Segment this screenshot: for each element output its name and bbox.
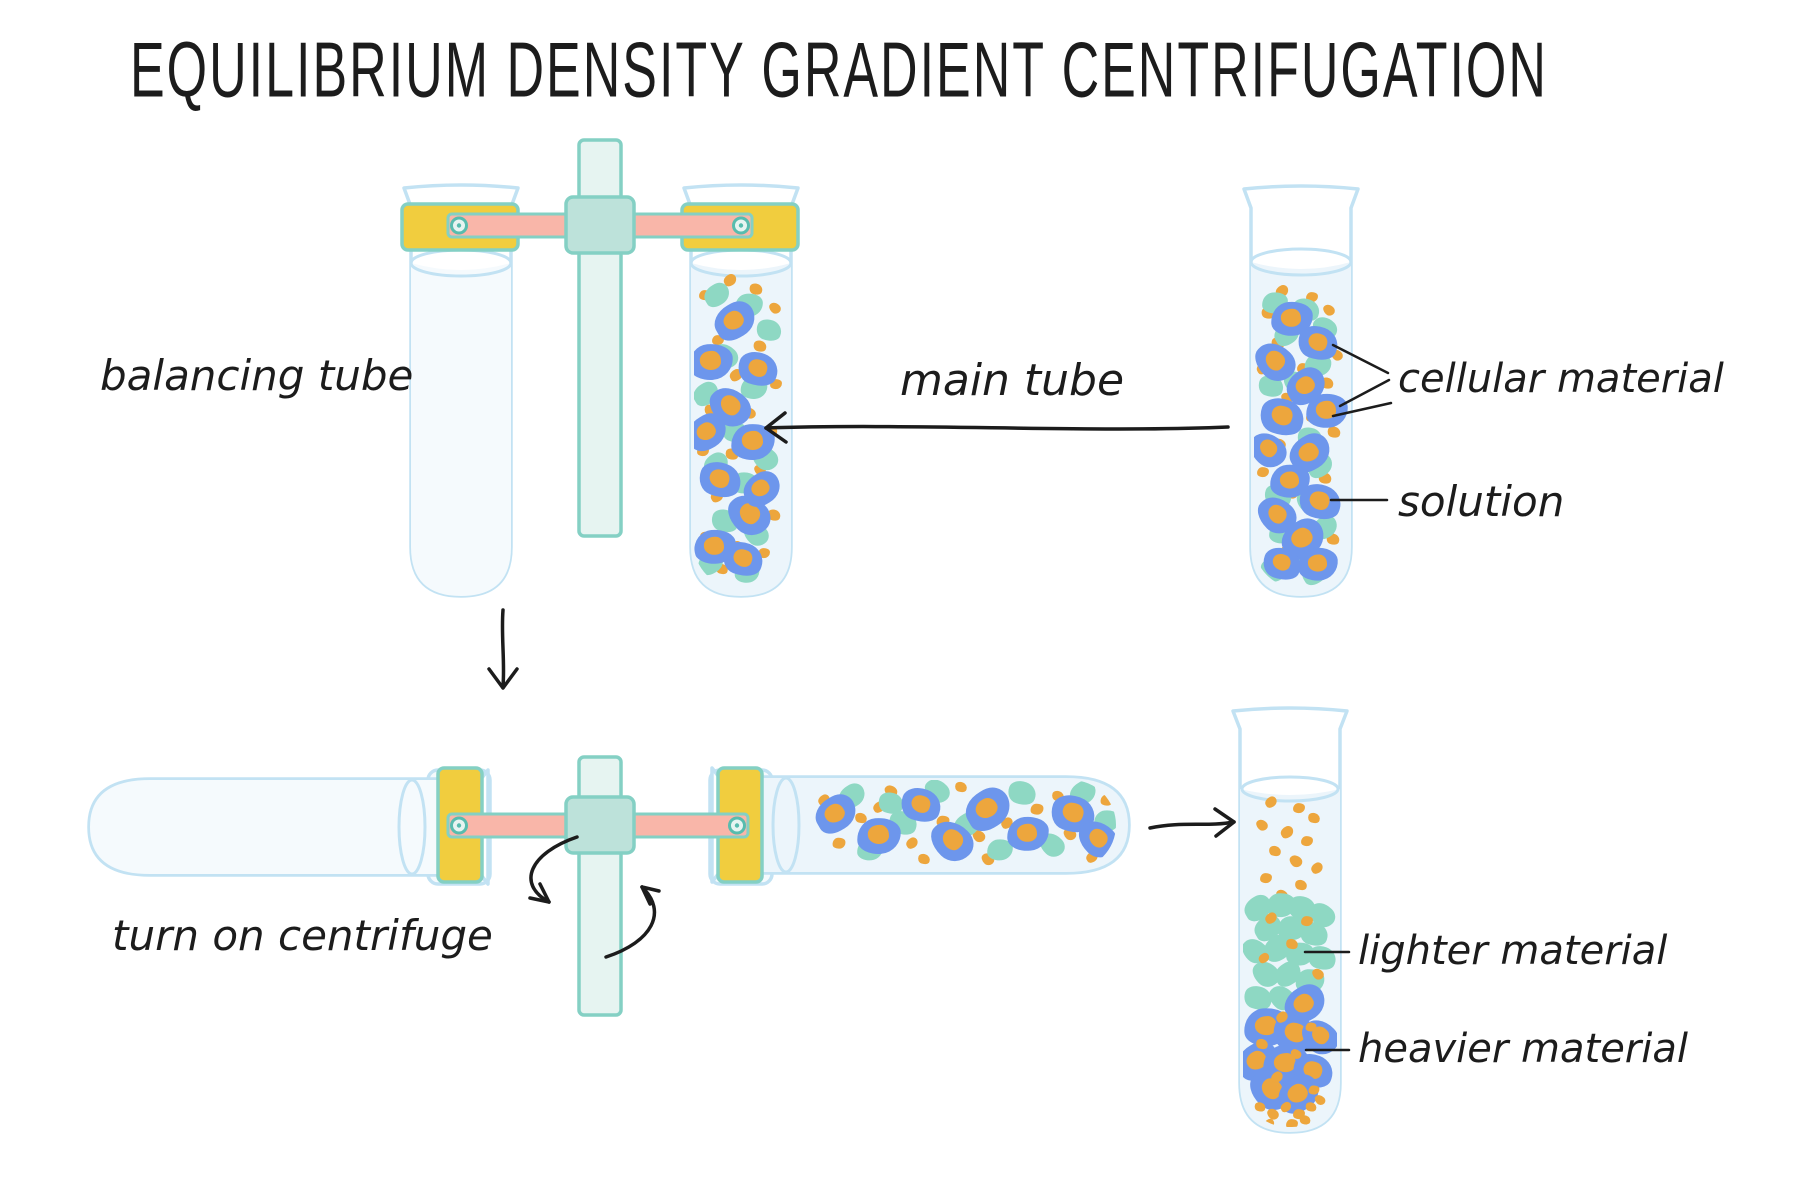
balancing-tube-graphic <box>402 183 520 598</box>
particle-nucleus <box>698 350 722 372</box>
down-arrow <box>487 608 519 690</box>
particle-orange-dot <box>1256 466 1270 478</box>
rotor-collar-bottom <box>564 795 636 855</box>
particle-orange-dot <box>1309 860 1325 876</box>
particle-nucleus <box>1279 307 1302 328</box>
label-heavier-material: heavier material <box>1358 1026 1688 1072</box>
particle-orange-dot <box>1293 877 1309 892</box>
particle-nucleus <box>694 419 719 444</box>
particle-nucleus <box>1059 800 1087 825</box>
particle-nucleus <box>748 477 773 501</box>
particle-orange-dot <box>1278 823 1296 840</box>
particle-nucleus <box>1270 551 1294 573</box>
clamp-left-bottom <box>436 766 484 884</box>
rotor-collar <box>564 195 636 255</box>
rotor-shaft <box>577 138 623 538</box>
particle-nucleus <box>1256 436 1281 462</box>
spun-tube-contents <box>812 780 1116 870</box>
particle-orange-dot <box>832 837 847 849</box>
diagram-title: EQUILIBRIUM DENSITY GRADIENT CENTRIFUGAT… <box>130 27 1548 115</box>
particle-orange-dot <box>1254 817 1270 833</box>
sample-tube-contents <box>1254 282 1348 588</box>
particle-nucleus <box>1268 402 1295 428</box>
arm-pin-right <box>732 216 750 235</box>
rotor-arm-bottom <box>446 812 750 839</box>
particle-nucleus <box>972 793 1002 822</box>
tube-mouth-lip-right <box>708 768 774 886</box>
particle-nucleus <box>730 546 755 570</box>
particle-nucleus <box>909 792 934 815</box>
particle-orange-dot <box>1300 836 1314 847</box>
particle-orange-dot <box>904 835 920 851</box>
particle-orange-dot <box>1285 1118 1299 1127</box>
particle-orange-dot <box>917 852 932 866</box>
label-balancing-tube: balancing tube <box>100 351 414 400</box>
particle-nucleus <box>1085 825 1111 851</box>
clamp-right <box>680 202 800 252</box>
particle-orange-dot <box>1303 1100 1318 1114</box>
particle-nucleus <box>707 466 733 491</box>
label-turn-on-centrifuge: turn on centrifuge <box>112 911 493 960</box>
label-main-tube: main tube <box>900 355 1125 406</box>
particle-nucleus <box>1305 330 1330 353</box>
particle-orange-dot <box>1259 872 1272 884</box>
particle-orange-dot <box>1030 802 1044 815</box>
particle-nucleus <box>720 307 748 333</box>
result-arrow <box>1148 807 1236 838</box>
particle-nucleus <box>1290 990 1317 1017</box>
particle-nucleus <box>716 391 744 419</box>
particle-nucleus <box>1278 470 1300 489</box>
particle-nucleus <box>1261 346 1289 374</box>
particle-orange-dot <box>1267 844 1283 859</box>
particle-nucleus <box>740 430 764 451</box>
particle-nucleus <box>821 800 849 827</box>
particle-nucleus <box>745 355 770 379</box>
particle-nucleus <box>1291 373 1317 398</box>
main-tube-arrow <box>764 411 1230 444</box>
arm-pin-left-bottom <box>450 816 468 835</box>
particle-orange-dot <box>1287 853 1304 870</box>
label-solution: solution <box>1398 477 1565 526</box>
balancing-tube-horizontal <box>87 768 492 886</box>
particle-nucleus <box>702 535 725 556</box>
particle-orange-dot <box>1292 802 1306 814</box>
particle-orange-dot <box>1298 1114 1312 1127</box>
particle-nucleus <box>1315 399 1338 420</box>
particle-nucleus <box>938 825 967 854</box>
clamp-right-bottom <box>716 766 764 884</box>
particle-orange-dot <box>1321 301 1337 318</box>
label-lighter-material: lighter material <box>1358 928 1668 974</box>
label-cellular-material: cellular material <box>1398 356 1724 402</box>
rotor-arm <box>446 212 754 239</box>
arm-pin-left <box>450 216 468 235</box>
particle-orange-dot <box>1099 793 1114 806</box>
clamp-left <box>400 202 520 252</box>
result-tube-contents <box>1243 795 1337 1127</box>
particle-nucleus <box>1306 552 1328 572</box>
particle-nucleus <box>866 824 890 845</box>
main-tube-contents <box>694 270 788 588</box>
particle-orange-dot <box>953 780 969 794</box>
tube-mouth-lip-left <box>426 768 492 886</box>
rotation-arrow-right <box>604 885 661 959</box>
particle-orange-dot <box>1263 795 1279 809</box>
rotor-shaft-bottom <box>577 755 623 1017</box>
arm-pin-right-bottom <box>728 816 746 835</box>
particle-nucleus <box>1264 500 1290 526</box>
particle-nucleus <box>1306 488 1333 513</box>
particle-orange-dot <box>1307 811 1322 825</box>
particle-nucleus <box>1295 439 1323 466</box>
particle-orange-dot <box>767 300 783 316</box>
particle-nucleus <box>1016 822 1038 843</box>
rotation-arrow-left <box>528 835 579 904</box>
